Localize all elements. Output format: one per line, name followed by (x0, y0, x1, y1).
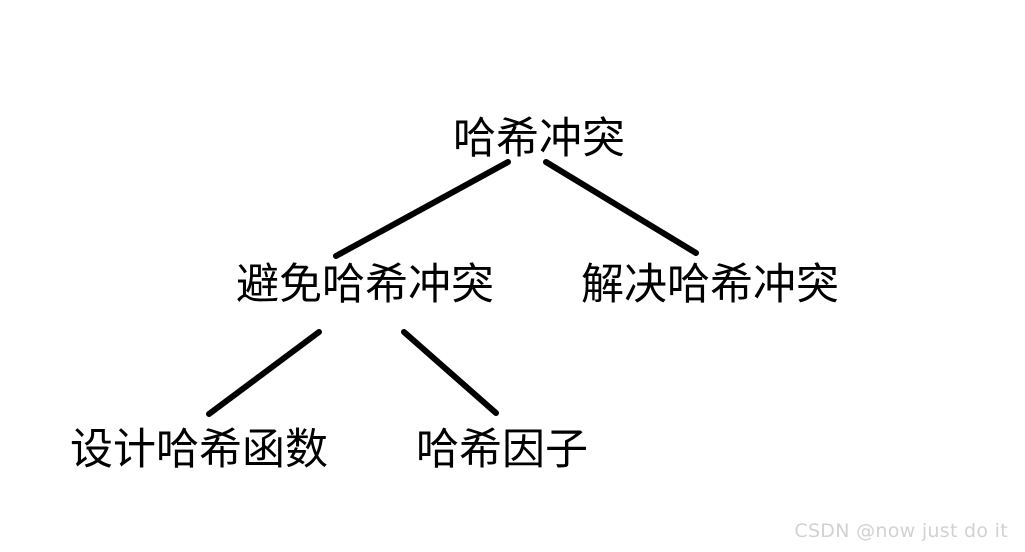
edge-root-to-resolve (543, 159, 699, 256)
node-resolve-hash-collision: 解决哈希冲突 (581, 260, 839, 310)
node-design-hash-function: 设计哈希函数 (70, 425, 328, 475)
node-hash-collision: 哈希冲突 (453, 114, 625, 164)
edge-avoid-to-design (206, 329, 322, 417)
node-hash-factor: 哈希因子 (416, 425, 588, 475)
edge-root-to-avoid (333, 159, 511, 259)
csdn-watermark: CSDN @now just do it (794, 520, 1008, 542)
node-avoid-hash-collision: 避免哈希冲突 (236, 260, 494, 310)
edge-avoid-to-factor (401, 329, 499, 416)
